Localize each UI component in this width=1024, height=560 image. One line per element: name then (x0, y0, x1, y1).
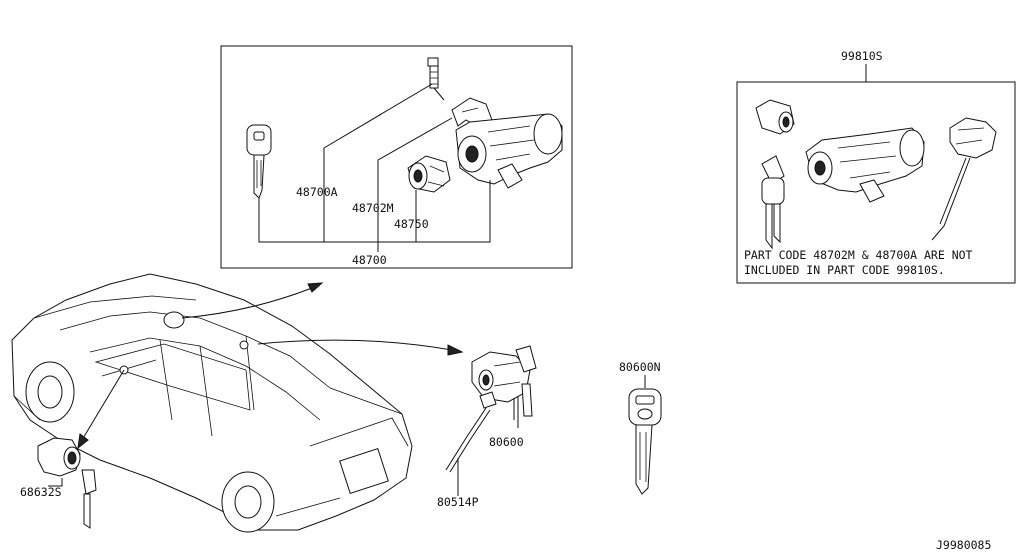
key-cylinder-icon (407, 155, 451, 193)
label-48702m: 48702M (352, 201, 394, 215)
label-99810s: 99810S (841, 49, 883, 63)
ignition-set-box: 48700A 48702M 48750 48700 (220, 45, 573, 269)
kit-note-line-2: INCLUDED IN PART CODE 99810S. (744, 263, 945, 277)
kit-steering-lock-icon (805, 127, 925, 203)
label-80514p: 80514P (437, 495, 479, 509)
ignition-location-mark (163, 311, 185, 329)
door-lock-68632s: 68632S (20, 437, 97, 529)
steering-lock-icon (455, 113, 563, 189)
kit-key-icon (761, 155, 785, 250)
key-80600n: 80600N (619, 360, 662, 495)
label-48700a: 48700A (296, 185, 338, 199)
bolt-icon (427, 57, 445, 101)
label-48700: 48700 (352, 253, 387, 267)
kit-cylinder-icon (755, 99, 795, 135)
car-illustration (11, 273, 413, 533)
label-80600: 80600 (489, 435, 524, 449)
trunk-lock-80600: 80600 80514P (437, 345, 537, 509)
kit-note-line-1: PART CODE 48702M & 48700A ARE NOT (744, 248, 973, 262)
callout-arrows (77, 282, 464, 450)
kit-trunk-lock-icon (931, 117, 997, 241)
label-48750: 48750 (394, 217, 429, 231)
label-80600n: 80600N (619, 360, 661, 374)
kit-99810s-box: 99810S PART (736, 49, 1016, 284)
label-68632s: 68632S (20, 485, 62, 499)
trunk-lock-location-mark (239, 340, 249, 350)
key-icon (246, 124, 272, 199)
diagram-id: J9980085 (936, 538, 991, 552)
